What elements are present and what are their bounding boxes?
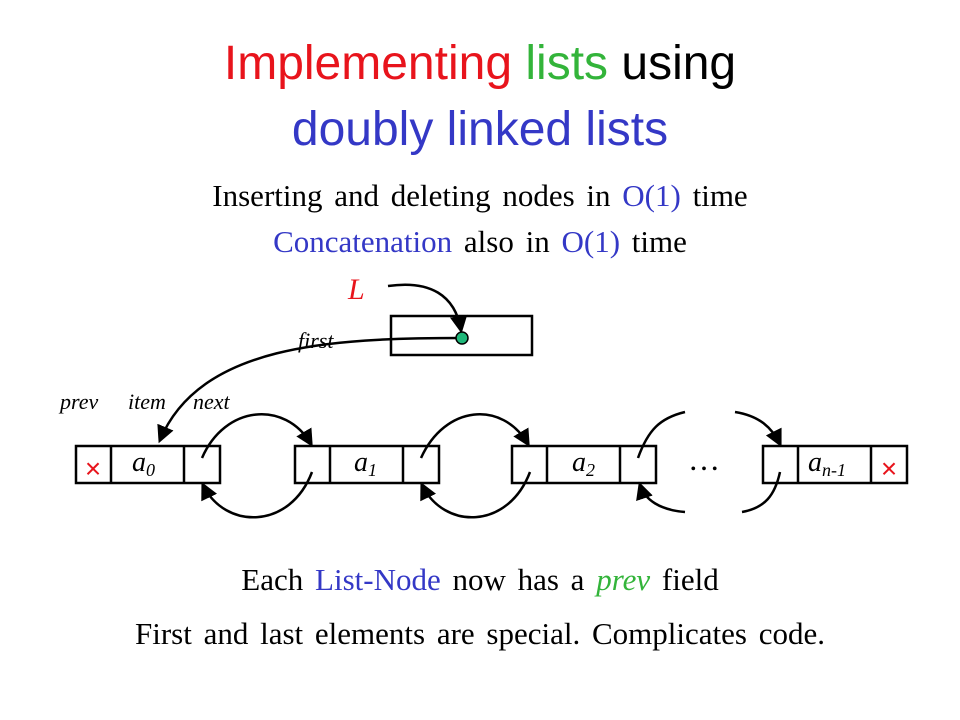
subtitle-complexity-1: O(1) bbox=[622, 178, 681, 213]
next-arrow-2-out bbox=[636, 410, 686, 459]
subtitle-complexity-2: O(1) bbox=[561, 224, 621, 259]
node-last-item: a bbox=[808, 447, 822, 478]
next-arrow-in-last bbox=[734, 410, 782, 448]
subtitle-line-2: Concatenation also in O(1) time bbox=[0, 224, 960, 260]
title-word-using: using bbox=[621, 37, 737, 90]
title-word-lists: lists bbox=[525, 37, 609, 90]
svg-text:a1: a1 bbox=[354, 447, 377, 480]
svg-text:a0: a0 bbox=[132, 447, 155, 480]
prev-arrow-last-out bbox=[741, 471, 782, 514]
title-line-1: Implementing lists using bbox=[0, 36, 960, 92]
node-1-index: 1 bbox=[368, 460, 377, 480]
list-node-0: a0 × bbox=[74, 444, 222, 485]
prev-field-label: prev bbox=[58, 389, 99, 414]
title-doubly-linked-lists: doubly linked lists bbox=[291, 103, 669, 156]
node-0-item: a bbox=[132, 447, 146, 478]
first-pointer-arrow bbox=[157, 336, 463, 444]
null-prev-marker: × bbox=[85, 453, 101, 484]
list-node-1: a1 bbox=[293, 444, 441, 485]
list-label-L: L bbox=[347, 273, 365, 306]
next-arrow-0-1 bbox=[200, 413, 313, 459]
subtitle-text-b: time bbox=[692, 178, 748, 213]
svg-text:a2: a2 bbox=[572, 447, 595, 480]
node-last-index: n-1 bbox=[822, 460, 846, 480]
node-2-index: 2 bbox=[586, 460, 595, 480]
title-word-implementing: Implementing bbox=[223, 37, 513, 90]
bottom-text-now-has: now has a bbox=[452, 562, 585, 597]
bottom-line-1: Each List-Node now has a prev field bbox=[0, 562, 960, 598]
subtitle-text-d: time bbox=[631, 224, 687, 259]
bottom-list-node: List-Node bbox=[315, 562, 441, 597]
subtitle-line-1: Inserting and deleting nodes in O(1) tim… bbox=[0, 178, 960, 214]
bottom-text-each: Each bbox=[241, 562, 304, 597]
prev-arrow-2-1 bbox=[420, 471, 532, 519]
bottom-line-2: First and last elements are special. Com… bbox=[0, 616, 960, 652]
bottom-special-note: First and last elements are special. Com… bbox=[135, 616, 825, 651]
prev-arrow-in-2 bbox=[636, 481, 686, 514]
item-field-label: item bbox=[128, 389, 166, 414]
next-arrow-1-2 bbox=[419, 413, 530, 459]
first-pointer-dot bbox=[455, 331, 469, 345]
prev-arrow-1-0 bbox=[201, 471, 314, 519]
node-2-item: a bbox=[572, 447, 586, 478]
subtitle-concatenation: Concatenation bbox=[273, 224, 453, 259]
null-next-marker: × bbox=[881, 453, 897, 484]
node-1-item: a bbox=[354, 447, 368, 478]
list-node-2: a2 bbox=[510, 444, 658, 485]
first-field-label: first bbox=[298, 328, 334, 353]
node-0-index: 0 bbox=[146, 460, 155, 480]
bottom-prev-word: prev bbox=[596, 562, 651, 597]
title-line-2: doubly linked lists bbox=[0, 102, 960, 158]
L-pointer-arrow bbox=[387, 283, 468, 334]
subtitle-text-a: Inserting and deleting nodes in bbox=[212, 178, 611, 213]
ellipsis: … bbox=[688, 441, 720, 477]
bottom-text-field: field bbox=[661, 562, 719, 597]
list-node-last: an-1 × bbox=[761, 444, 909, 485]
next-field-label: next bbox=[193, 389, 231, 414]
subtitle-text-c: also in bbox=[463, 224, 550, 259]
svg-text:an-1: an-1 bbox=[808, 447, 846, 480]
